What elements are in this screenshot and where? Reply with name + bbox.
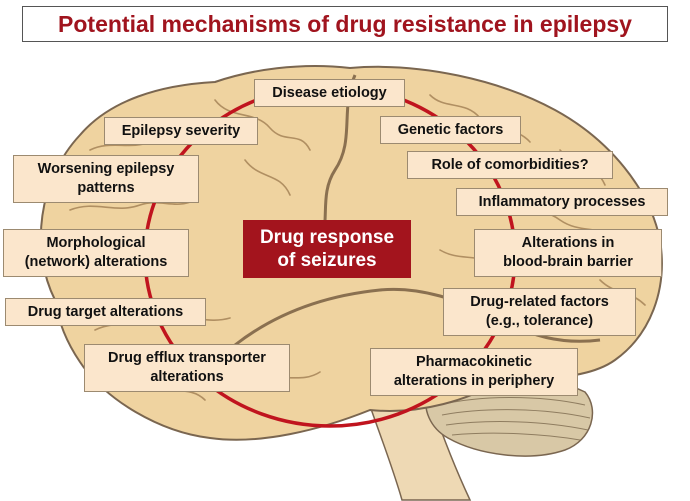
diagram-title: Potential mechanisms of drug resistance … — [22, 6, 668, 42]
factor-pharmacokinetic: Pharmacokinetic alterations in periphery — [370, 348, 578, 396]
factor-worsening-patterns: Worsening epilepsy patterns — [13, 155, 199, 203]
factor-bbb: Alterations in blood-brain barrier — [474, 229, 662, 277]
factor-efflux: Drug efflux transporter alterations — [84, 344, 290, 392]
factor-comorbidities: Role of comorbidities? — [407, 151, 613, 179]
factor-disease-etiology: Disease etiology — [254, 79, 405, 107]
factor-genetic-factors: Genetic factors — [380, 116, 521, 144]
factor-drug-target: Drug target alterations — [5, 298, 206, 326]
factor-inflammatory: Inflammatory processes — [456, 188, 668, 216]
lateral-fissure — [234, 287, 601, 347]
cerebellum-folia — [439, 397, 591, 441]
factor-drug-related: Drug-related factors (e.g., tolerance) — [443, 288, 636, 336]
center-drug-response: Drug response of seizures — [243, 220, 411, 278]
factor-epilepsy-severity: Epilepsy severity — [104, 117, 258, 145]
factor-morphological: Morphological (network) alterations — [3, 229, 189, 277]
